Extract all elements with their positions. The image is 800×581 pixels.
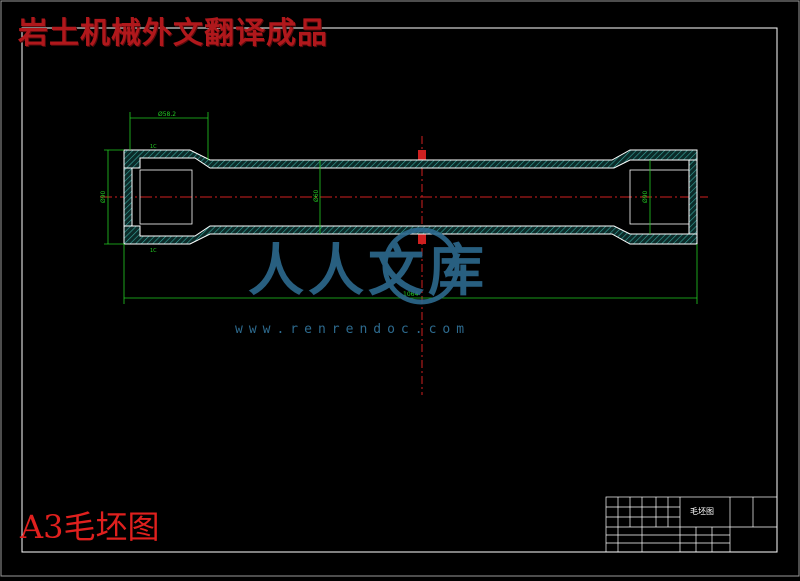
inner-frame <box>21 27 778 553</box>
sheet-label: A3毛坯图 <box>20 508 160 546</box>
title-block <box>605 496 778 553</box>
break-mark-lower <box>418 228 426 244</box>
left-counterbore <box>139 169 193 225</box>
watermark-url: www.renrendoc.com <box>235 322 471 337</box>
dim-left-diameter: Ø90 <box>100 190 107 203</box>
watermark-logo-text: 人人文库 <box>248 239 488 304</box>
dim-top-width: Ø58.2 <box>158 111 176 118</box>
top-wall-section <box>123 149 698 169</box>
left-end-wall <box>123 167 133 227</box>
dim-right-diameter: Ø90 <box>642 190 649 203</box>
dim-chamfer-bottom: 1C <box>150 248 157 254</box>
break-mark <box>418 150 426 166</box>
title-block-drawing-name: 毛坯图 <box>690 506 714 516</box>
dim-chamfer-top: 1C <box>150 144 157 150</box>
dim-overall-length: 1064 <box>403 291 418 298</box>
dim-mid-diameter: Ø60 <box>313 189 320 202</box>
overlay-title: 岩土机械外文翻译成品 <box>18 16 328 51</box>
watermark-logo: 人人文库 <box>248 227 488 305</box>
right-counterbore <box>629 169 690 225</box>
right-end-wall <box>688 159 698 235</box>
